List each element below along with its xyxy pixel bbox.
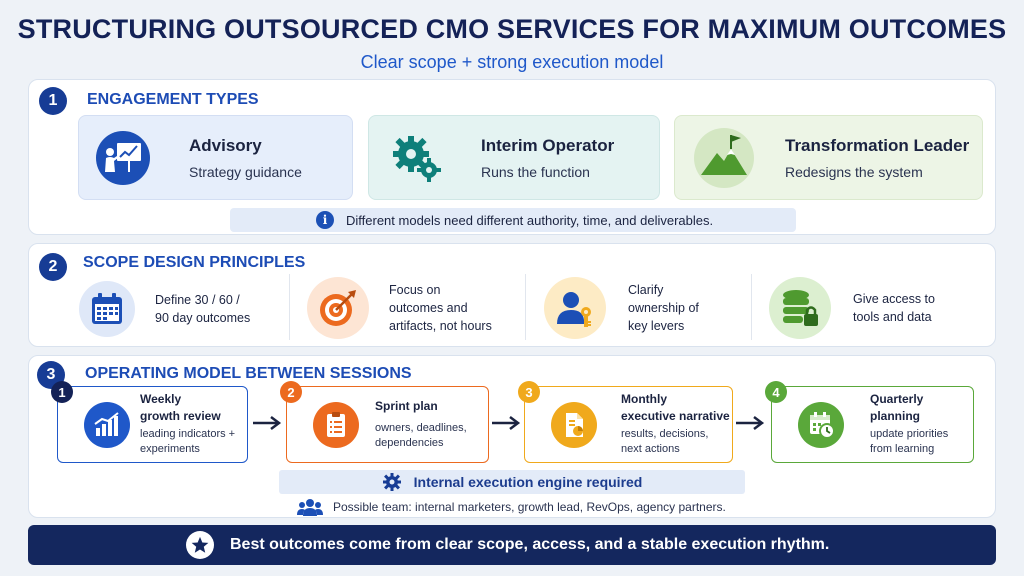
engagement-note: i Different models need different author… <box>230 208 796 232</box>
step-badge: 4 <box>765 381 787 403</box>
step-title: Weekly <box>140 392 182 407</box>
step-desc: owners, deadlines, <box>375 421 467 434</box>
step-badge: 3 <box>518 381 540 403</box>
bar-chart-icon <box>84 401 130 448</box>
step-weekly-review: 1 Weekly growth review leading indicator… <box>51 381 248 463</box>
principle-line: Focus on <box>389 282 441 297</box>
target-icon <box>307 277 369 339</box>
step-title: planning <box>870 409 920 424</box>
step-desc: from learning <box>870 443 935 456</box>
note-text: Different models need different authorit… <box>346 212 714 228</box>
footer-banner: Best outcomes come from clear scope, acc… <box>28 525 996 565</box>
footer-text: Best outcomes come from clear scope, acc… <box>230 536 830 553</box>
info-icon: i <box>316 211 334 229</box>
principle-outcomes-plan: Define 30 / 60 / 90 day outcomes <box>79 281 250 337</box>
step-quarterly-planning: 4 Quarterly planning update priorities f… <box>765 381 974 463</box>
section-title: OPERATING MODEL BETWEEN SESSIONS <box>85 365 412 382</box>
gear-icon <box>382 473 401 491</box>
gears-icon <box>389 130 445 186</box>
principle-line: outcomes and <box>389 300 468 315</box>
step-sprint-plan: 2 Sprint plan owners, deadlines, depende… <box>280 381 489 463</box>
principle-line: artifacts, not hours <box>389 319 492 334</box>
card-title: Advisory <box>189 135 262 155</box>
step-badge: 1 <box>51 381 73 403</box>
database-lock-icon <box>769 277 831 339</box>
page-subtitle: Clear scope + strong execution model <box>360 52 664 72</box>
card-transformation-leader: Transformation Leader Redesigns the syst… <box>674 115 983 200</box>
principle-line: ownership of <box>628 300 699 315</box>
report-icon <box>551 401 597 448</box>
principle-line: Clarify <box>628 282 664 297</box>
divider <box>525 274 526 340</box>
arrow-right-icon <box>736 416 765 430</box>
principle-access: Give access to tools and data <box>769 277 935 339</box>
calendar-clock-icon <box>798 401 844 448</box>
step-desc: experiments <box>140 443 200 456</box>
step-desc: leading indicators + <box>140 427 236 440</box>
section-number: 2 <box>39 253 67 281</box>
section-scope-design: 2 SCOPE DESIGN PRINCIPLES Define 30 / 60… <box>28 243 996 347</box>
team-line: Possible team: internal marketers, growt… <box>297 498 726 516</box>
step-monthly-narrative: 3 Monthly executive narrative results, d… <box>518 381 733 463</box>
calendar-icon <box>79 281 135 337</box>
people-icon <box>297 499 323 516</box>
principle-focus-outcomes: Focus on outcomes and artifacts, not hou… <box>307 277 492 339</box>
card-desc: Strategy guidance <box>189 163 302 180</box>
person-key-icon <box>544 277 606 339</box>
presenter-chart-icon <box>95 130 151 186</box>
card-interim-operator: Interim Operator Runs the function <box>368 115 660 200</box>
team-text: Possible team: internal marketers, growt… <box>333 500 726 514</box>
principle-line: key levers <box>628 319 685 334</box>
step-title: growth review <box>140 409 221 424</box>
step-desc: results, decisions, <box>621 427 709 440</box>
principle-line: tools and data <box>853 310 932 324</box>
card-desc: Runs the function <box>481 163 590 180</box>
section-number: 1 <box>39 87 67 115</box>
step-badge: 2 <box>280 381 302 403</box>
card-advisory: Advisory Strategy guidance <box>78 115 353 200</box>
page-title: STRUCTURING OUTSOURCED CMO SERVICES FOR … <box>17 14 1007 44</box>
card-title: Transformation Leader <box>785 135 970 155</box>
engine-text: Internal execution engine required <box>413 474 643 490</box>
arrow-right-icon <box>492 416 521 430</box>
step-desc: next actions <box>621 443 680 456</box>
step-title: Monthly <box>621 392 667 407</box>
step-desc: update priorities <box>870 427 949 440</box>
step-title: executive narrative <box>621 409 730 424</box>
divider <box>751 274 752 340</box>
principle-line: 90 day outcomes <box>155 311 251 325</box>
section-title: SCOPE DESIGN PRINCIPLES <box>83 254 306 271</box>
section-title: ENGAGEMENT TYPES <box>87 91 259 108</box>
star-icon <box>186 531 214 559</box>
principle-line: Give access to <box>853 291 935 306</box>
arrow-right-icon <box>253 416 282 430</box>
card-desc: Redesigns the system <box>785 163 923 180</box>
divider <box>289 274 290 340</box>
principle-line: Define 30 / 60 / <box>155 292 240 307</box>
execution-engine-banner: Internal execution engine required <box>279 470 745 494</box>
step-desc: dependencies <box>375 436 444 449</box>
step-title: Sprint plan <box>375 398 438 413</box>
principle-ownership: Clarify ownership of key levers <box>544 277 699 339</box>
step-title: Quarterly <box>870 392 924 407</box>
mountain-flag-icon <box>693 127 755 189</box>
clipboard-icon <box>313 401 359 448</box>
section-engagement-types: 1 ENGAGEMENT TYPES Advisory Strategy gui… <box>28 79 996 235</box>
card-title: Interim Operator <box>481 135 615 155</box>
